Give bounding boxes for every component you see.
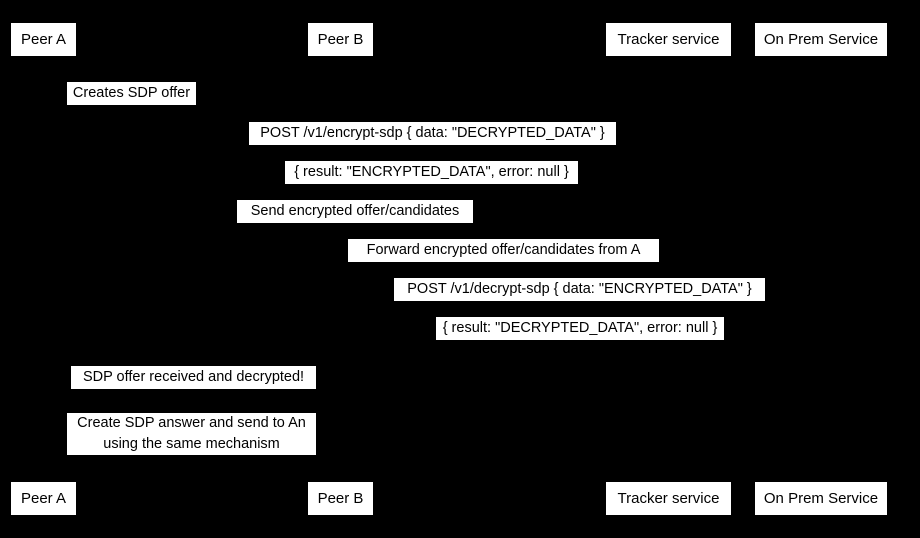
message-text: POST /v1/decrypt-sdp { data: "ENCRYPTED_… [407, 280, 752, 297]
message-text: SDP offer received and decrypted! [82, 368, 305, 385]
participant-header-peer-a[interactable]: Peer A [10, 22, 77, 57]
lifeline-tracker-service [668, 57, 669, 481]
participant-label: On Prem Service [763, 31, 879, 48]
lifeline-peer-b [340, 57, 341, 481]
participant-header-on-prem-service[interactable]: On Prem Service [754, 22, 888, 57]
lifeline-on-prem-service [821, 57, 822, 481]
message-text: { result: "DECRYPTED_DATA", error: null … [442, 319, 718, 336]
participant-label: On Prem Service [763, 490, 879, 507]
message-text: Send encrypted offer/candidates [250, 202, 460, 219]
participant-header-tracker-service[interactable]: Tracker service [605, 22, 732, 57]
message-label-creates-sdp-offer[interactable]: Creates SDP offer [67, 82, 196, 105]
participant-footer-tracker-service[interactable]: Tracker service [605, 481, 732, 516]
message-text-line-1: Create SDP answer and send to An [77, 414, 306, 431]
message-label-encrypt-sdp-response[interactable]: { result: "ENCRYPTED_DATA", error: null … [285, 161, 578, 184]
message-label-send-encrypted-offer[interactable]: Send encrypted offer/candidates [237, 200, 473, 223]
message-label-forward-encrypted-offer[interactable]: Forward encrypted offer/candidates from … [348, 239, 659, 262]
participant-label: Peer B [317, 31, 364, 48]
message-text-line-2: using the same mechanism [103, 436, 280, 452]
message-label-sdp-offer-received[interactable]: SDP offer received and decrypted! [71, 366, 316, 389]
participant-label: Peer A [20, 490, 67, 507]
message-text: Creates SDP offer [72, 84, 191, 101]
participant-label: Peer A [20, 31, 67, 48]
message-text: POST /v1/encrypt-sdp { data: "DECRYPTED_… [260, 124, 605, 141]
participant-header-peer-b[interactable]: Peer B [307, 22, 374, 57]
participant-label: Tracker service [617, 31, 720, 48]
message-label-decrypt-sdp-response[interactable]: { result: "DECRYPTED_DATA", error: null … [436, 317, 724, 340]
participant-footer-on-prem-service[interactable]: On Prem Service [754, 481, 888, 516]
participant-label: Tracker service [617, 490, 720, 507]
message-label-post-encrypt-sdp[interactable]: POST /v1/encrypt-sdp { data: "DECRYPTED_… [249, 122, 616, 145]
lifeline-peer-a [43, 57, 44, 481]
message-text: { result: "ENCRYPTED_DATA", error: null … [294, 163, 569, 180]
message-text: Forward encrypted offer/candidates from … [366, 241, 641, 258]
participant-footer-peer-b[interactable]: Peer B [307, 481, 374, 516]
participant-footer-peer-a[interactable]: Peer A [10, 481, 77, 516]
participant-label: Peer B [317, 490, 364, 507]
message-label-create-sdp-answer[interactable]: Create SDP answer and send to An using t… [67, 413, 316, 455]
message-label-post-decrypt-sdp[interactable]: POST /v1/decrypt-sdp { data: "ENCRYPTED_… [394, 278, 765, 301]
